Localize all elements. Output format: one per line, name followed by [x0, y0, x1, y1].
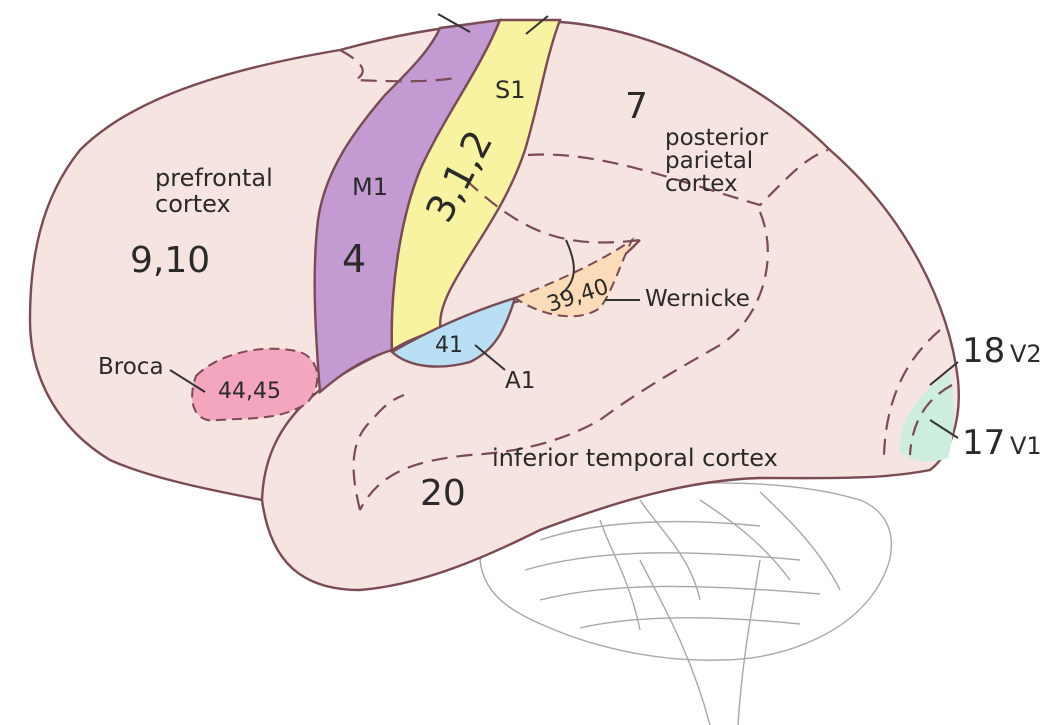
brainstem [640, 560, 760, 725]
area-41-label: 41 [435, 333, 463, 358]
area-9-10-label: 9,10 [130, 240, 210, 281]
area-18-label: 18 [962, 331, 1005, 371]
wernicke-label: Wernicke [645, 286, 750, 312]
area-17-label: 17 [962, 423, 1005, 463]
posterior-parietal-label-line3: cortex [665, 171, 738, 197]
m1-label: M1 [352, 173, 388, 201]
v1-label: V1 [1010, 432, 1042, 460]
area-44-45-label: 44,45 [218, 379, 281, 404]
v2-label: V2 [1010, 340, 1042, 368]
broca-label: Broca [98, 354, 164, 380]
prefrontal-label-line2: cortex [155, 190, 231, 218]
area-7-label: 7 [625, 86, 648, 127]
a1-label: A1 [505, 368, 535, 394]
s1-label: S1 [495, 76, 526, 104]
prefrontal-label-line1: prefrontal [155, 164, 273, 192]
inferior-temporal-label: inferior temporal cortex [492, 444, 778, 472]
area-20-label: 20 [420, 473, 466, 514]
area-4-label: 4 [342, 237, 366, 281]
